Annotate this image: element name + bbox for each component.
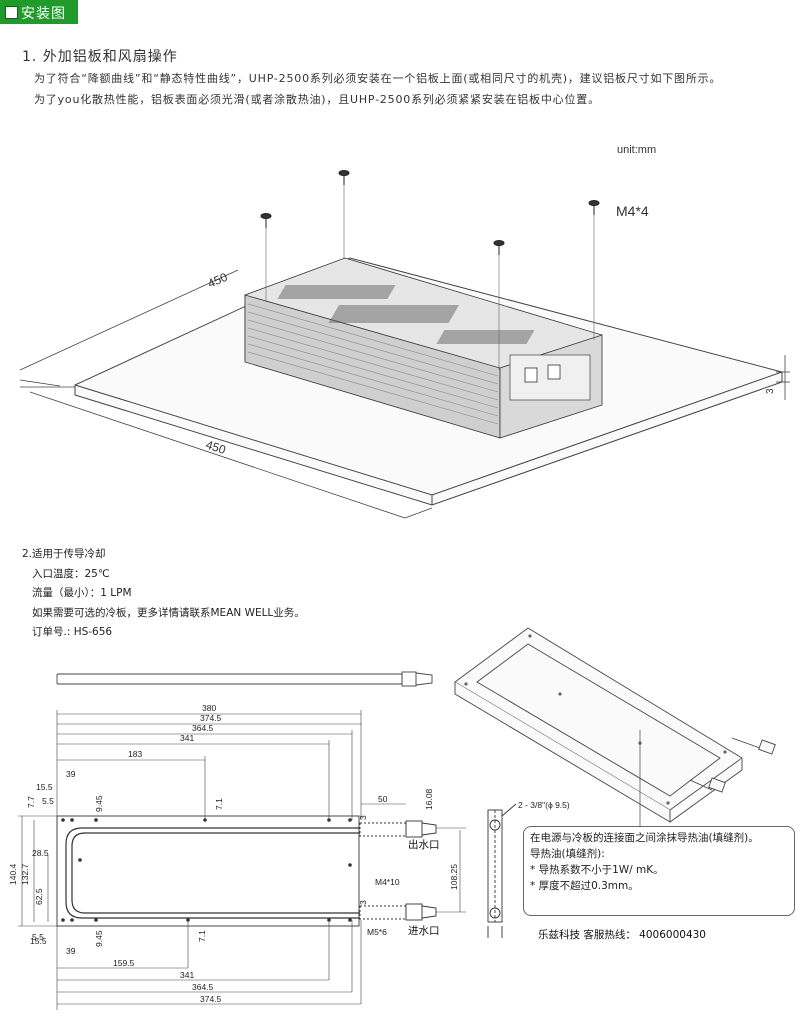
- top-view-holes: [61, 818, 352, 922]
- mount-holes: [464, 634, 727, 805]
- pipe-spec: 2 - 3/8"(ϕ 9.5): [518, 800, 570, 810]
- section2-title: 2.适用于传导冷却: [22, 548, 106, 560]
- section-tag-label: 安装图: [21, 6, 66, 22]
- flow-rate: 流量（最小）：1 LPM: [32, 587, 132, 599]
- svg-text:374.5: 374.5: [200, 994, 222, 1004]
- plate-dim-lines: [19, 269, 790, 519]
- cold-plate-drawing: 380 374.5 364.5 341 183 159.5 341 364.5 …: [8, 627, 776, 1010]
- note-line3: * 导热系数不小于1W/ mK。: [530, 864, 664, 876]
- psu-unit: [244, 257, 603, 439]
- svg-text:15.5: 15.5: [36, 782, 53, 792]
- svg-text:183: 183: [128, 749, 142, 759]
- screw-icon: [493, 240, 505, 370]
- note-line1: 在电源与冷板的连接面之间涂抹导热油(填缝剂)。: [530, 832, 759, 844]
- dim-bottom: 450: [204, 438, 228, 458]
- svg-text:132.7: 132.7: [20, 863, 30, 885]
- svg-text:15.5: 15.5: [30, 936, 47, 946]
- dim-thick: 3: [765, 388, 776, 394]
- side-view: [56, 671, 433, 687]
- section1-title: 1. 外加铝板和风扇操作: [22, 49, 178, 65]
- vent-holes: [277, 285, 535, 344]
- order-number: 订单号.: HS-656: [32, 626, 113, 638]
- svg-text:3: 3: [358, 900, 368, 905]
- dimension-lines: [18, 710, 466, 1010]
- note-line2: 导热油(填缝剂):: [530, 848, 605, 860]
- top-view: [56, 815, 437, 927]
- optional-plate: 如果需要可选的冷板，更多详情请联系MEAN WELL业务。: [32, 606, 305, 619]
- port-labels: 出水口 进水口: [408, 838, 440, 937]
- svg-text:50: 50: [378, 794, 388, 804]
- inlet-label: 进水口: [408, 925, 440, 937]
- section-tag: 安装图: [0, 0, 78, 24]
- square-icon: [5, 6, 18, 19]
- svg-text:28.5: 28.5: [32, 848, 49, 858]
- svg-text:7.1: 7.1: [214, 798, 224, 810]
- svg-text:374.5: 374.5: [200, 713, 222, 723]
- svg-text:M5*6: M5*6: [367, 927, 387, 937]
- svg-text:9.45: 9.45: [94, 795, 104, 812]
- inlet-temp: 入口温度：25℃: [32, 567, 110, 580]
- cold-plate-iso: [454, 627, 776, 823]
- note-line4: * 厚度不超过0.3mm。: [530, 880, 639, 892]
- screw-icon: [260, 213, 272, 302]
- svg-text:M4*10: M4*10: [375, 877, 400, 887]
- aluminum-plate-drawing: unit:mm M4*4 450 450 3: [19, 144, 790, 519]
- screw-label: M4*4: [616, 203, 649, 219]
- thermal-note: 在电源与冷板的连接面之间涂抹导热油(填缝剂)。 导热油(填缝剂): * 导热系数…: [523, 826, 795, 916]
- svg-text:108.25: 108.25: [449, 864, 459, 890]
- screw-icon: [338, 170, 350, 258]
- svg-text:39: 39: [66, 769, 76, 779]
- svg-text:16.08: 16.08: [424, 788, 434, 810]
- svg-text:5.5: 5.5: [32, 932, 44, 942]
- svg-text:380: 380: [202, 703, 216, 713]
- hotline: 乐兹科技 客服热线： 4006000430: [538, 929, 706, 941]
- end-view: [487, 803, 517, 938]
- svg-text:3: 3: [358, 815, 368, 820]
- dim-top: 450: [206, 270, 230, 291]
- svg-text:7.7: 7.7: [26, 796, 36, 808]
- svg-text:159.5: 159.5: [113, 958, 135, 968]
- svg-text:9.45: 9.45: [94, 930, 104, 947]
- section1-line1: 为了符合“降额曲线”和“静态特性曲线”，UHP-2500系列必须安装在一个铝板上…: [34, 72, 722, 85]
- screw-icons: [260, 170, 600, 370]
- svg-text:341: 341: [180, 733, 194, 743]
- svg-text:39: 39: [66, 946, 76, 956]
- section2-text: 2.适用于传导冷却 入口温度：25℃ 流量（最小）：1 LPM 如果需要可选的冷…: [22, 545, 305, 643]
- svg-text:364.5: 364.5: [192, 723, 214, 733]
- svg-text:7.1: 7.1: [197, 930, 207, 942]
- screw-icon: [588, 200, 600, 340]
- svg-text:62.5: 62.5: [34, 888, 44, 905]
- svg-text:341: 341: [180, 970, 194, 980]
- svg-text:364.5: 364.5: [192, 982, 214, 992]
- svg-text:5.5: 5.5: [42, 796, 54, 806]
- dim-labels: 380 374.5 364.5 341 183 159.5 341 364.5 …: [8, 703, 459, 1004]
- unit-label: unit:mm: [617, 144, 656, 156]
- section1-line2: 为了you化散热性能，铝板表面必须光滑(或者涂散热油)，且UHP-2500系列必…: [34, 93, 600, 106]
- outlet-label: 出水口: [408, 838, 440, 851]
- svg-text:140.4: 140.4: [8, 863, 18, 885]
